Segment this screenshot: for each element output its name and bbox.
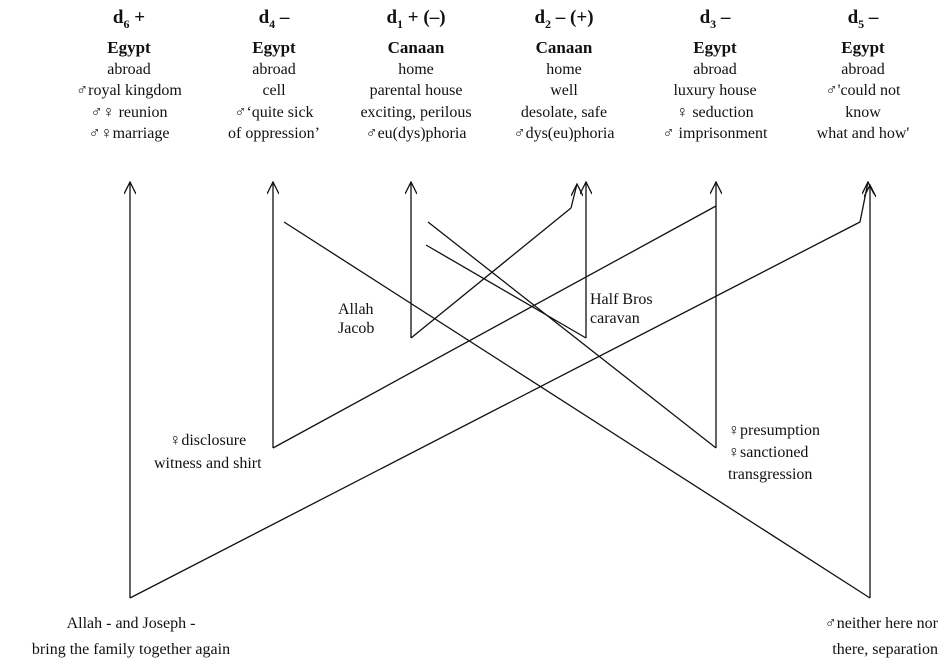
column-line: ♂dys(eu)phoria (513, 125, 615, 143)
label-line: ♀disclosure (169, 432, 247, 449)
column-line: ♂'could not (825, 82, 901, 100)
column-line: home (546, 60, 582, 78)
column-line: know (845, 103, 881, 121)
line-d1-to-presumption (427, 221, 717, 449)
column-heading: d2 – (+) (534, 7, 594, 31)
label-line: ♂neither here nor (824, 615, 938, 632)
column-line: of oppression’ (228, 125, 320, 143)
label-line: Allah (338, 301, 374, 318)
column-heading: d5 – (847, 7, 879, 31)
column-place: Egypt (841, 37, 885, 57)
label-line: Allah - and Joseph - (66, 615, 196, 632)
column-line: ♂eu(dys)phoria (365, 125, 467, 143)
label-line: Half Bros (590, 291, 653, 308)
column-d4: d4 – Egypt abroad cell ♂‘quite sick of o… (199, 6, 349, 145)
column-line: abroad (107, 60, 151, 78)
line-d4-to-separation (283, 221, 871, 599)
column-place: Egypt (107, 37, 151, 57)
column-d6: d6 + Egypt abroad ♂royal kingdom ♂♀ reun… (54, 6, 204, 145)
column-d1: d1 + (–) Canaan home parental house exci… (341, 6, 491, 145)
arrow-to-d5-top (859, 182, 868, 223)
label-line: transgression (728, 466, 813, 483)
label-presumption: ♀presumption ♀sanctioned transgression (728, 420, 820, 486)
column-line: parental house (369, 82, 463, 100)
column-d2: d2 – (+) Canaan home well desolate, safe… (489, 6, 639, 145)
column-heading: d4 – (258, 7, 290, 31)
column-line: ♀ seduction (676, 103, 754, 121)
label-separation: ♂neither here nor there, separation (825, 611, 938, 663)
column-place: Egypt (252, 37, 296, 57)
column-heading: d3 – (699, 7, 731, 31)
column-line: abroad (841, 60, 885, 78)
column-place: Egypt (693, 37, 737, 57)
column-line: ♂ imprisonment (662, 125, 768, 143)
column-line: well (550, 82, 578, 100)
line-jacob-to-d2 (410, 207, 572, 339)
column-line: ♂royal kingdom (76, 82, 182, 100)
label-line: Jacob (338, 320, 375, 337)
line-disclosure-to-d3 (272, 205, 717, 449)
line-d1-to-caravan (425, 244, 587, 339)
column-d5: d5 – Egypt abroad ♂'could not know what … (788, 6, 938, 145)
label-line: there, separation (832, 641, 938, 658)
column-heading: d6 + (112, 7, 146, 31)
label-allah-jacob: Allah Jacob (338, 300, 374, 338)
column-line: luxury house (673, 82, 757, 100)
column-line: what and how' (816, 125, 910, 143)
column-line: exciting, perilous (360, 103, 472, 121)
column-d3: d3 – Egypt abroad luxury house ♀ seducti… (640, 6, 790, 145)
arrow-to-d2-top (570, 184, 577, 209)
label-line: caravan (590, 310, 640, 327)
column-line: abroad (252, 60, 296, 78)
column-line: desolate, safe (520, 103, 608, 121)
column-line: ♂♀marriage (88, 125, 170, 143)
label-half-bros: Half Bros caravan (590, 290, 653, 328)
label-line: ♀presumption (728, 422, 820, 439)
column-heading: d1 + (–) (386, 7, 446, 31)
label-disclosure: ♀disclosure witness and shirt (154, 429, 262, 475)
column-line: abroad (693, 60, 737, 78)
column-place: Canaan (535, 37, 593, 57)
label-reunion: Allah - and Joseph - bring the family to… (0, 611, 262, 663)
label-line: ♀sanctioned (728, 444, 809, 461)
column-line: ♂♀ reunion (90, 103, 168, 121)
label-line: witness and shirt (154, 455, 262, 472)
line-reunion-to-d5 (129, 221, 861, 599)
column-line: cell (262, 82, 286, 100)
label-line: bring the family together again (31, 641, 231, 658)
column-place: Canaan (387, 37, 445, 57)
column-line: ♂‘quite sick (234, 103, 314, 121)
column-line: home (398, 60, 434, 78)
